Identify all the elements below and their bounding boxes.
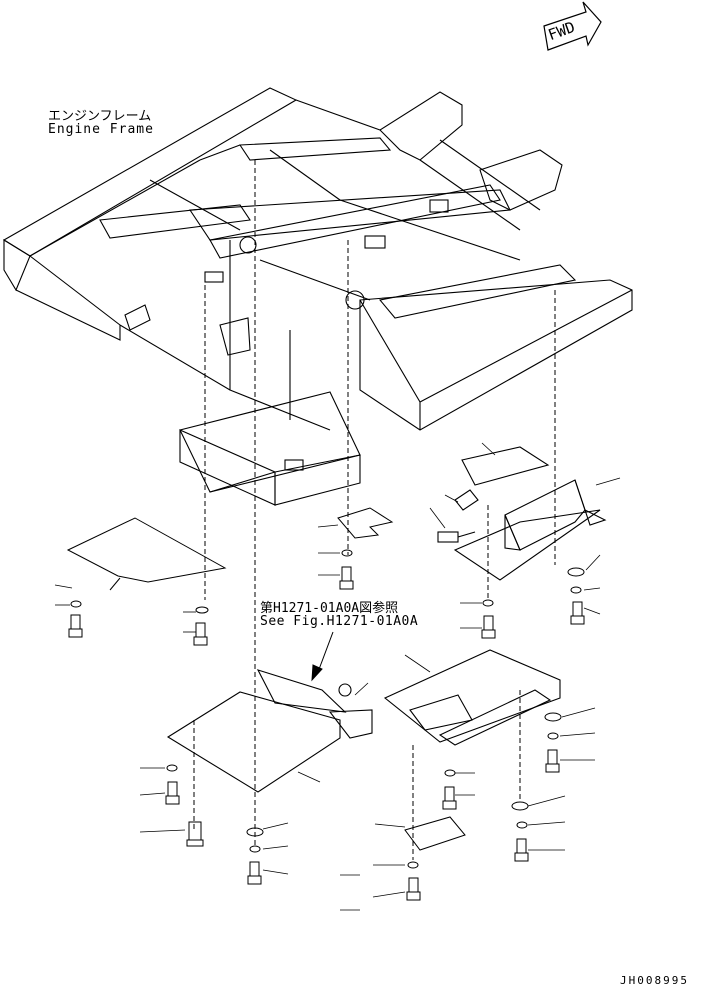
- bolt-icon: [442, 786, 457, 810]
- small-shim: [337, 507, 394, 539]
- lower-right-plate: [383, 649, 561, 746]
- engine-frame-label-jp: エンジンフレーム: [48, 109, 152, 124]
- alignment-lines: [193, 160, 556, 860]
- bolts: [68, 566, 585, 901]
- left-cover-plate: [66, 517, 227, 591]
- bolt-icon: [545, 749, 560, 773]
- bolt-icon: [68, 614, 83, 638]
- lower-left-plate: [166, 669, 373, 793]
- bolt-icon: [406, 877, 421, 901]
- bolt-icon: [514, 838, 529, 862]
- bolt-icon: [570, 601, 585, 625]
- pin-icon: [186, 821, 204, 847]
- fwd-arrow-icon: [543, 1, 602, 51]
- bolt-icon: [339, 566, 354, 590]
- bolt-icon: [193, 622, 208, 646]
- reference-label-en: See Fig.H1271-01A0A: [260, 614, 419, 629]
- reference-label-jp: 第H1271-01A0A図参照: [260, 601, 399, 616]
- bolt-icon: [247, 861, 262, 885]
- reference-arrow-icon: [311, 631, 334, 682]
- lower-box: [179, 391, 361, 506]
- bolt-icon: [481, 615, 496, 639]
- leader-lines: [54, 442, 621, 911]
- document-id: JH008995: [620, 974, 689, 985]
- right-bracket-assembly: [437, 446, 607, 581]
- bolt-icon: [165, 781, 180, 805]
- engine-frame: [2, 87, 633, 431]
- engine-frame-label-en: Engine Frame: [48, 122, 154, 137]
- bottom-shim: [404, 816, 466, 851]
